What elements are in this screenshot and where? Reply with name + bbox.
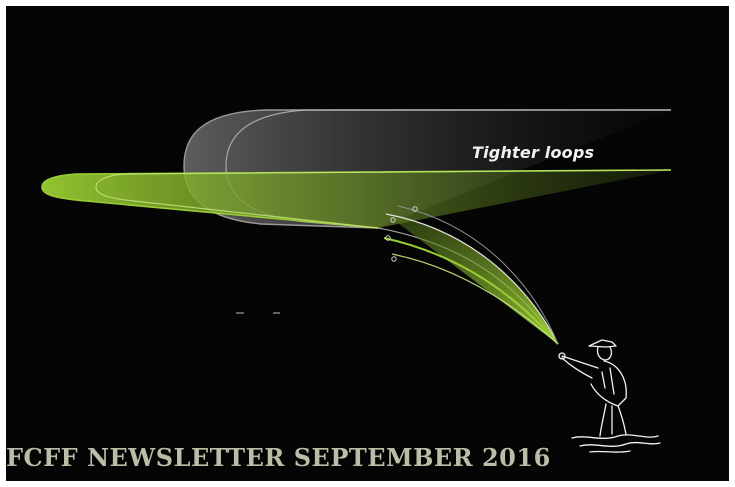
fly-casting-illustration: Tighter loops [6, 6, 729, 481]
tight-loop-shape [41, 169, 672, 229]
casting-loops-graphic [41, 109, 672, 453]
rod-tip-markers [385, 206, 418, 262]
newsletter-title: FCFF NEWSLETTER SEPTEMBER 2016 [6, 443, 551, 472]
tighter-loops-label: Tighter loops [472, 143, 595, 162]
angler-figure [558, 339, 661, 453]
tight-loop-inner [95, 169, 672, 229]
rod-arc-group [377, 205, 559, 345]
